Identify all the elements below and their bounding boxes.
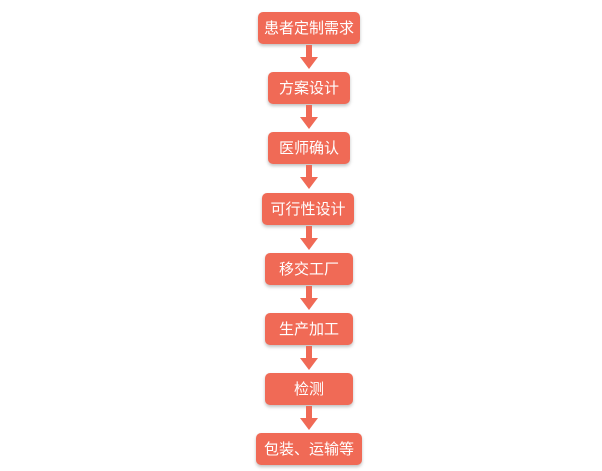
step-feasibility-design: 可行性设计 (262, 193, 354, 225)
down-arrow-icon (300, 105, 318, 129)
step-packaging-transport: 包装、运输等 (256, 433, 362, 465)
down-arrow-icon (300, 45, 318, 69)
step-plan-design: 方案设计 (268, 72, 350, 104)
step-patient-custom-requirements: 患者定制需求 (258, 12, 360, 44)
down-arrow-icon (300, 165, 318, 189)
down-arrow-icon (300, 346, 318, 370)
step-production-processing: 生产加工 (265, 313, 353, 345)
step-physician-confirmation: 医师确认 (268, 132, 350, 164)
down-arrow-icon (300, 226, 318, 250)
down-arrow-icon (300, 406, 318, 430)
down-arrow-icon (300, 286, 318, 310)
step-transfer-to-factory: 移交工厂 (265, 253, 353, 285)
step-inspection: 检测 (265, 373, 353, 405)
